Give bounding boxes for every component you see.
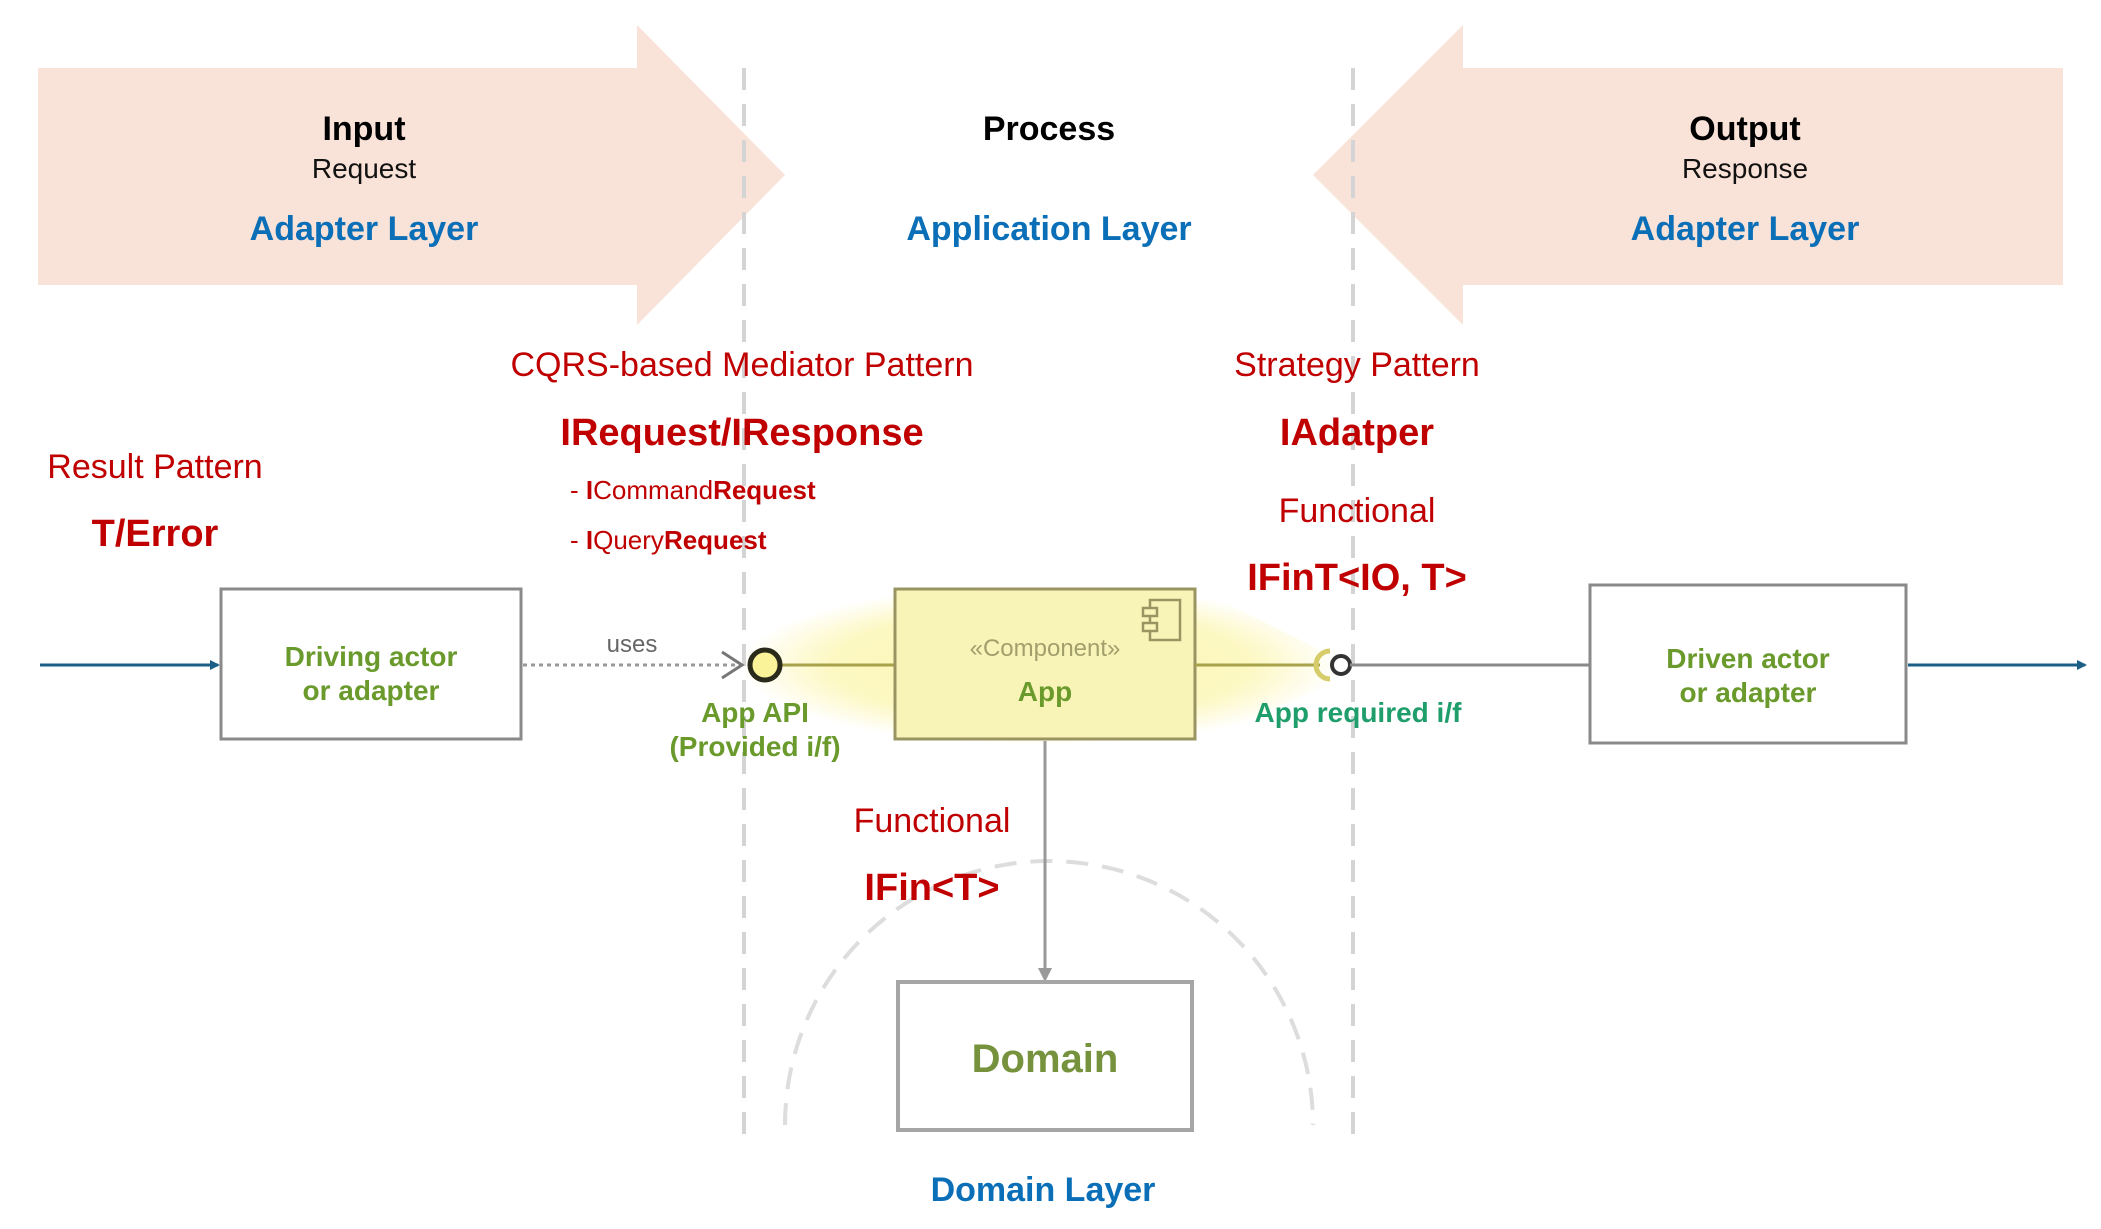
driving-actor-box: Driving actor or adapter bbox=[219, 587, 523, 741]
domain-name: Domain bbox=[972, 1037, 1119, 1081]
app-api-line2: (Provided i/f) bbox=[669, 731, 840, 762]
strategy-functional-type: IFinT<IO, T> bbox=[1247, 557, 1467, 599]
app-to-domain-arrowhead bbox=[1038, 968, 1052, 982]
domain-functional-type: IFin<T> bbox=[864, 867, 999, 909]
app-api-line1: App API bbox=[701, 697, 809, 728]
strategy-pattern-label: Strategy Pattern bbox=[1234, 346, 1480, 384]
domain-layer-label: Domain Layer bbox=[931, 1171, 1156, 1209]
output-title: Output bbox=[1689, 110, 1800, 148]
uses-open-arrowhead bbox=[721, 650, 745, 680]
input-title: Input bbox=[322, 110, 405, 148]
input-subtitle: Request bbox=[312, 153, 417, 184]
required-if-label: App required i/f bbox=[1255, 697, 1463, 728]
process-title: Process bbox=[983, 110, 1115, 148]
domain-boundary-arc bbox=[783, 859, 1315, 1126]
component-name: App bbox=[1018, 676, 1072, 707]
uses-label: uses bbox=[607, 631, 658, 658]
app-component-box: «Component» App bbox=[893, 587, 1197, 741]
component-stereotype: «Component» bbox=[970, 635, 1121, 662]
driving-actor-line2: or adapter bbox=[303, 675, 440, 706]
query-request-item: - IQueryRequest bbox=[570, 525, 767, 555]
mediator-type-label: IRequest/IResponse bbox=[560, 412, 923, 454]
output-arrow-shape bbox=[1313, 25, 2063, 325]
driven-actor-box: Driven actor or adapter bbox=[1588, 583, 1908, 745]
driving-actor-line1: Driving actor bbox=[285, 641, 458, 672]
strategy-functional-label: Functional bbox=[1279, 492, 1436, 530]
result-type-label: T/Error bbox=[92, 513, 219, 555]
mediator-pattern-label: CQRS-based Mediator Pattern bbox=[511, 346, 974, 384]
command-request-item: - ICommandRequest bbox=[570, 475, 816, 505]
input-arrow-shape bbox=[38, 25, 785, 325]
output-layer-label: Adapter Layer bbox=[1631, 210, 1860, 248]
process-layer-label: Application Layer bbox=[906, 210, 1191, 248]
provided-interface-lollipop bbox=[747, 647, 783, 683]
output-subtitle: Response bbox=[1682, 153, 1808, 184]
result-pattern-label: Result Pattern bbox=[47, 448, 262, 486]
strategy-type-label: IAdatper bbox=[1280, 412, 1434, 454]
required-interface-socket bbox=[1313, 648, 1331, 682]
domain-box: Domain bbox=[896, 980, 1194, 1132]
required-interface-ball bbox=[1330, 654, 1352, 676]
driven-actor-line1: Driven actor bbox=[1666, 643, 1829, 674]
component-icon bbox=[1141, 598, 1182, 642]
input-layer-label: Adapter Layer bbox=[250, 210, 479, 248]
driven-actor-line2: or adapter bbox=[1680, 677, 1817, 708]
domain-functional-label: Functional bbox=[854, 802, 1011, 840]
